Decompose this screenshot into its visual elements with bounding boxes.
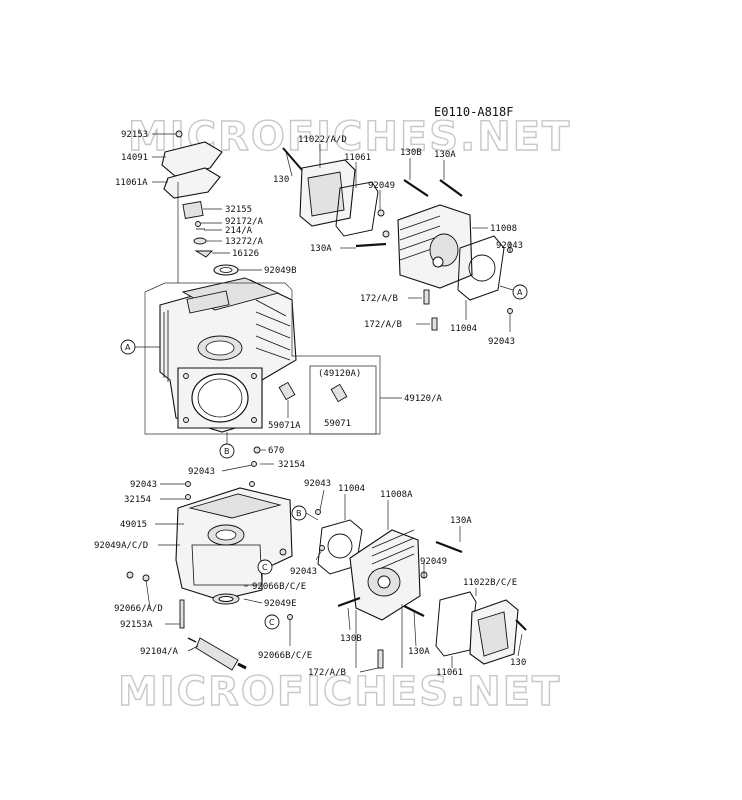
label-92066AD: 92066/A/D — [114, 604, 163, 614]
label-92049-b: 92049 — [420, 557, 447, 567]
label-92043-c1: 92043 — [188, 467, 215, 477]
cylinder-block — [159, 277, 297, 433]
label-92043-r2: 92043 — [488, 337, 515, 347]
label-92043-r1: 92043 — [496, 241, 523, 251]
callout-c-bottom: C — [269, 618, 275, 627]
callout-a-right: A — [517, 288, 523, 297]
label-130A-mid: 130A — [310, 244, 332, 254]
label-11008: 11008 — [490, 224, 517, 234]
label-130B-b: 130B — [340, 634, 362, 644]
label-59071-box: 59071 — [324, 419, 351, 429]
label-172AB-2: 172/A/B — [364, 320, 402, 330]
label-92172A: 92172/A — [225, 217, 264, 227]
label-130A-b1: 130A — [450, 516, 472, 526]
crankcase-assembly — [126, 461, 293, 671]
label-92153A: 92153A — [120, 620, 153, 630]
label-130A-b2: 130A — [408, 647, 430, 657]
label-670: 670 — [268, 446, 284, 456]
cylinder-head-top — [282, 147, 513, 331]
callout-a-left: A — [125, 343, 131, 352]
label-11004-top: 11004 — [450, 324, 477, 334]
label-11061-b: 11061 — [436, 668, 463, 678]
label-92043-l: 92043 — [130, 480, 157, 490]
label-92153-top: 92153 — [121, 130, 148, 140]
label-11061-top: 11061 — [344, 153, 371, 163]
label-11008A: 11008A — [380, 490, 413, 500]
label-92066BCE-1: 92066B/C/E — [252, 582, 306, 592]
label-130-b: 130 — [510, 658, 526, 668]
label-92043-c2: 92043 — [304, 479, 331, 489]
label-16126: 16126 — [232, 249, 259, 259]
label-92066BCE-2: 92066B/C/E — [258, 651, 312, 661]
label-92049ACD: 92049A/C/D — [94, 541, 148, 551]
diagram-code: E0110-A818F — [434, 105, 513, 119]
part-labels: 92153 14091 11061A 32155 92172/A 214/A 1… — [94, 130, 526, 678]
label-130A-top: 130A — [434, 150, 456, 160]
callout-b-left: B — [224, 447, 230, 456]
label-32154-l: 32154 — [124, 495, 151, 505]
label-92049E: 92049E — [264, 599, 297, 609]
label-49120A: 49120/A — [404, 394, 443, 404]
label-130-top: 130 — [273, 175, 289, 185]
watermark-bottom: MICROFICHES.NET — [118, 669, 561, 715]
valve-spring-59071 — [330, 383, 348, 403]
label-11061A: 11061A — [115, 178, 148, 188]
label-49120A-box: (49120A) — [318, 369, 361, 379]
label-59071A: 59071A — [268, 421, 301, 431]
label-32154-c: 32154 — [278, 460, 305, 470]
label-172AB-1: 172/A/B — [360, 294, 398, 304]
label-14091: 14091 — [121, 153, 148, 163]
valve-spring-59071A — [278, 381, 296, 418]
label-92043-c3: 92043 — [290, 567, 317, 577]
label-11022AD: 11022/A/D — [298, 135, 347, 145]
label-214A: 214/A — [225, 226, 253, 236]
label-32155: 32155 — [225, 205, 252, 215]
label-11004-b: 11004 — [338, 484, 365, 494]
label-130B-top: 130B — [400, 148, 422, 158]
label-92049-top: 92049 — [368, 181, 395, 191]
label-11022BCE: 11022B/C/E — [463, 578, 517, 588]
label-92049B: 92049B — [264, 266, 297, 276]
callout-c-left: C — [262, 563, 268, 572]
label-49015: 49015 — [120, 520, 147, 530]
callout-b-right: B — [296, 509, 302, 518]
cylinder-head-bottom — [315, 509, 527, 669]
label-172AB-3: 172/A/B — [308, 668, 346, 678]
label-92104A: 92104/A — [140, 647, 179, 657]
label-13272A: 13272/A — [225, 237, 264, 247]
